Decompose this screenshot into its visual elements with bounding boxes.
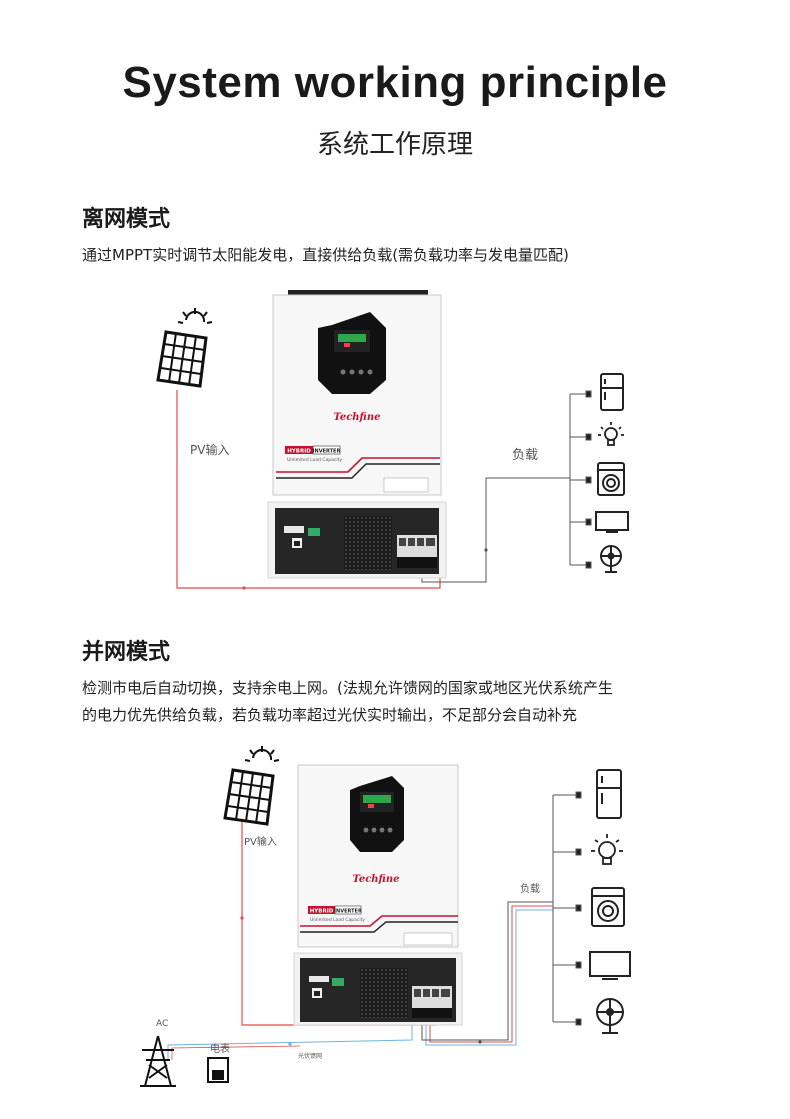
inverter-display	[350, 776, 404, 852]
inverter-bottom-panel	[267, 501, 447, 579]
load-line-blue	[425, 909, 553, 1046]
load-line-grey	[421, 901, 553, 1041]
washing-machine-icon	[597, 462, 625, 496]
on-grid-heading: 并网模式	[82, 640, 171, 665]
product-badge-left: HYBRID	[287, 449, 311, 455]
grid-feed-label: 光伏馈网	[298, 1052, 322, 1060]
load-line-red	[429, 905, 553, 1043]
light-bulb-icon	[591, 834, 623, 865]
washing-machine-icon	[591, 887, 625, 927]
inverter-bottom-panel	[293, 952, 463, 1026]
meter-label: 电表	[210, 1042, 230, 1055]
refrigerator-icon	[596, 769, 622, 819]
grid-feed-line	[167, 1020, 413, 1060]
solar-panel-icon	[223, 746, 280, 826]
off-grid-heading: 离网模式	[82, 207, 171, 232]
load-label: 负载	[520, 882, 540, 895]
on-grid-description-line2: 的电力优先供给负载，若负载功率超过光伏实时输出，不足部分会自动补充	[82, 706, 578, 724]
on-grid-diagram: PV输入 负载 Techfine HYBRID INVERTER Unlimit…	[140, 746, 631, 1087]
television-icon	[595, 511, 629, 533]
grid-feed-line-red	[171, 1045, 301, 1060]
electric-meter-icon	[207, 1057, 229, 1083]
brand-logo: Techfine	[353, 874, 400, 885]
refrigerator-icon	[600, 373, 624, 411]
pv-input-label: PV输入	[190, 442, 229, 457]
product-badge-right: INVERTER	[334, 909, 362, 915]
load-label: 负载	[512, 448, 538, 463]
power-tower-icon	[140, 1035, 176, 1087]
pv-input-line	[176, 390, 441, 589]
television-icon	[589, 951, 631, 980]
light-bulb-icon	[598, 422, 624, 446]
product-tagline: Unlimited Load Capacity	[287, 457, 342, 463]
brand-logo: Techfine	[334, 412, 381, 423]
product-badge-left: HYBRID	[310, 909, 334, 915]
solar-panel-icon	[156, 308, 213, 388]
product-tagline: Unlimited Load Capacity	[310, 917, 365, 923]
pv-input-label: PV输入	[244, 835, 277, 848]
inverter-front: Techfine HYBRID INVERTER Unlimited Load …	[272, 290, 442, 496]
product-badge-right: INVERTER	[313, 449, 341, 455]
page-title: System working principle	[122, 58, 668, 107]
ac-label: AC	[156, 1019, 168, 1029]
page-subtitle: 系统工作原理	[316, 130, 473, 160]
load-line	[421, 477, 570, 583]
fan-icon	[596, 998, 624, 1034]
off-grid-diagram: PV输入 负载 Techfine HYBRID INVERTER Unlimit…	[156, 290, 629, 590]
on-grid-description-line1: 检测市电后自动切换，支持余电上网。(法规允许馈网的国家或地区光伏系统产生	[82, 679, 613, 697]
off-grid-description: 通过MPPT实时调节太阳能发电，直接供给负载(需负载功率与发电量匹配)	[82, 246, 569, 264]
inverter-front: Techfine HYBRID INVERTER Unlimited Load …	[297, 764, 459, 948]
fan-icon	[600, 545, 622, 573]
